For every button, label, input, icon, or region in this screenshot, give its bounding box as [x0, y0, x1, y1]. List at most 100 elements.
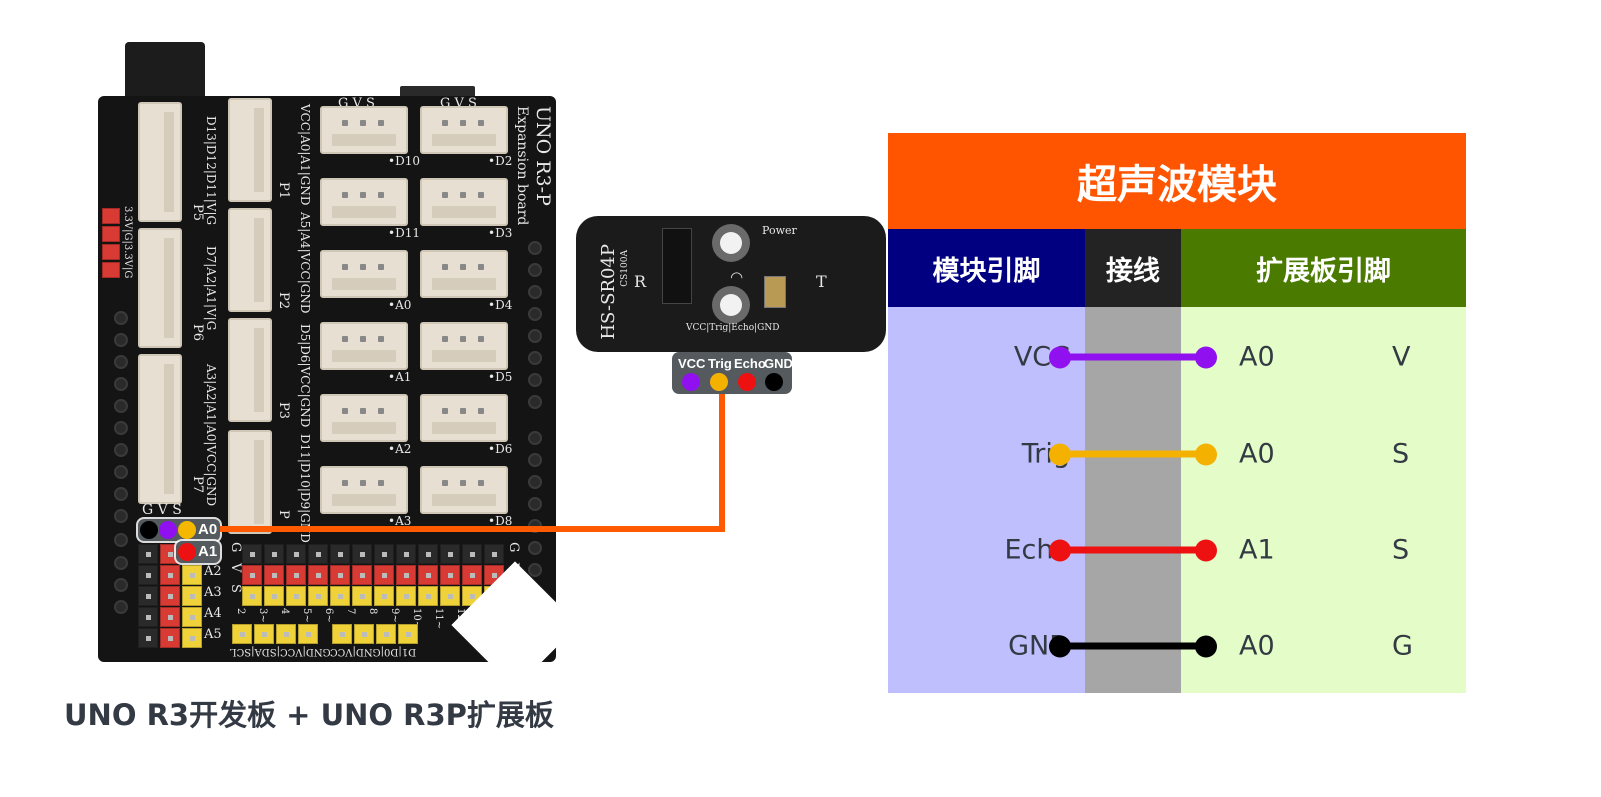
receiver-label: R [634, 272, 647, 291]
connector-p7 [138, 354, 182, 504]
connector-pin [442, 408, 448, 414]
connection-line [1049, 443, 1217, 465]
connector-p7-label: A3|A2|A1|A0|VCC|GND [204, 364, 218, 507]
serial-header [332, 624, 422, 644]
header-pin [396, 544, 416, 564]
connector-pin [378, 120, 384, 126]
connection-dot-end [1195, 346, 1217, 368]
ultrasonic-transducer [712, 224, 750, 262]
pin-badge-a0: A0 [138, 519, 220, 541]
header-row-label-v: V [228, 563, 243, 573]
sensor-pin-label: Trig [708, 356, 732, 371]
header-pin [308, 586, 328, 606]
port-label-left: •A0 [388, 298, 412, 312]
sensor-port-connector [420, 394, 508, 442]
header-pin [374, 586, 394, 606]
header-pin [264, 586, 284, 606]
connector-pin [460, 336, 466, 342]
header-hole [114, 443, 128, 457]
header-hole [114, 465, 128, 479]
i2c-header-label: GND|VCC|SDA|SCL [230, 646, 331, 657]
port-label-left: •A3 [388, 514, 412, 528]
header-pin [484, 544, 504, 564]
connection-dot-start [1049, 539, 1071, 561]
pin-badge-a0-label: A0 [198, 521, 218, 538]
connector-p1-label: VCC|A0|A1|GND [298, 104, 312, 206]
power-jack [125, 42, 205, 100]
digital-pin-label: 9~ [389, 608, 400, 623]
connector-p1 [228, 98, 272, 202]
board-caption: UNO R3开发板 + UNO R3P扩展板 [64, 698, 554, 732]
connector-pin [442, 336, 448, 342]
connector-p3-name: P3 [276, 402, 291, 420]
crystal [764, 276, 786, 308]
header-hole [528, 475, 542, 489]
header-pin [440, 565, 460, 585]
sensor-pin-label: GND [764, 356, 793, 371]
header-hole [528, 431, 542, 445]
header-pin [182, 628, 202, 648]
gvs-label: G V S [142, 502, 182, 518]
header-hole [528, 263, 542, 277]
port-label-right: •D8 [488, 514, 513, 528]
header-module-pin: 模块引脚 [888, 229, 1085, 307]
connector-p1-name: P1 [276, 182, 291, 200]
header-hole [114, 578, 128, 592]
header-pin [374, 544, 394, 564]
analog-pin-label: A3 [204, 585, 222, 600]
connector-pin [460, 408, 466, 414]
header-row-label-g: G [506, 542, 521, 553]
header-pin [138, 628, 158, 648]
table-row-board-pin: A0 [1239, 630, 1275, 662]
port-label-left: •D11 [388, 226, 420, 240]
sensor-pin-silk: VCC|Trig|Echo|GND [686, 323, 780, 333]
connector-pin [442, 120, 448, 126]
header-hole [114, 533, 128, 547]
analog-pin-label: A2 [204, 564, 222, 579]
connector-pin [442, 480, 448, 486]
port-label-left: •A1 [388, 370, 412, 384]
header-pin [160, 628, 180, 648]
header-pin [330, 586, 350, 606]
header-pin [160, 607, 180, 627]
sensor-pin-dot-gnd [765, 373, 783, 391]
header-pin [286, 565, 306, 585]
header-pin [352, 565, 372, 585]
header-pin [182, 565, 202, 585]
connection-dot-end [1195, 539, 1217, 561]
header-board-pin: 扩展板引脚 [1181, 229, 1466, 307]
connector-pin [342, 336, 348, 342]
connector-p6-label: D7|A2|A1|V|G [204, 246, 218, 331]
connector-p2-label: A5|A4|VCC|GND [298, 212, 312, 314]
connector-pin [460, 264, 466, 270]
header-pin [462, 565, 482, 585]
table-row-board-pin: A0 [1239, 438, 1275, 470]
connector-pin [342, 408, 348, 414]
analog-pin-label: A5 [204, 627, 222, 642]
digital-pin-label: 2 [235, 608, 246, 615]
connector-pin [442, 192, 448, 198]
column-wiring [1085, 307, 1181, 693]
pin-dot-signal [178, 543, 196, 561]
digital-pin-label: 11~ [433, 608, 444, 630]
pin-badge-a1-label: A1 [198, 543, 218, 560]
sensor-port-connector [320, 106, 408, 154]
ultrasonic-sensor-module: Power HS-SR04P CS100A R T VCC|Trig|Echo|… [576, 216, 886, 352]
header-row-label-s: S [228, 584, 243, 593]
header-hole [114, 509, 128, 523]
connector-p6 [138, 228, 182, 348]
wire-horizontal [220, 526, 725, 532]
sensor-pin-badge: VCC Trig Echo GND [672, 352, 793, 394]
sensor-port-connector [420, 178, 508, 226]
header-pin [440, 544, 460, 564]
sensor-sub-model: CS100A [620, 250, 630, 287]
header-hole [114, 311, 128, 325]
header-hole [114, 377, 128, 391]
pin-badge-a1: A1 [176, 541, 220, 563]
header-pin [160, 565, 180, 585]
header-hole [528, 453, 542, 467]
connector-pin [378, 480, 384, 486]
digital-pin-label: 6~ [323, 608, 334, 623]
sensor-port-connector [320, 394, 408, 442]
header-hole [114, 399, 128, 413]
